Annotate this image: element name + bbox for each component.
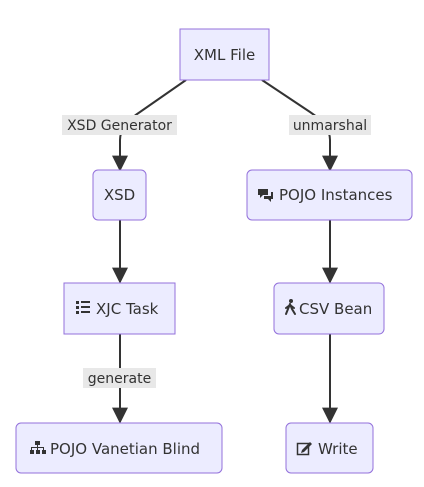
edge-label-xsd-generator-text: XSD Generator [67,118,172,134]
node-pojo-instances[interactable]: POJO Instances [246,169,413,221]
tasks-icon [76,301,90,314]
comments-icon [258,189,273,202]
node-xml-file[interactable]: XML File [179,28,270,81]
node-xjc-task[interactable]: XJC Task [63,282,176,335]
edge-label-unmarshal: unmarshal [289,115,371,135]
node-pojo-vanetian-blind-label: POJO Vanetian Blind [50,440,200,458]
node-csv-bean-label: CSV Bean [299,300,372,318]
node-xml-file-label: XML File [194,46,255,64]
node-xsd[interactable]: XSD [92,169,147,221]
node-xjc-task-label: XJC Task [96,300,159,318]
edge-label-unmarshal-text: unmarshal [293,118,367,134]
node-write-label: Write [318,440,358,458]
walking-person-icon [285,299,296,315]
edge-label-generate-text: generate [88,371,151,387]
node-pojo-instances-label: POJO Instances [279,186,393,204]
edge-label-generate: generate [83,368,156,388]
node-csv-bean[interactable]: CSV Bean [273,282,385,335]
sitemap-icon [30,441,46,454]
edge-label-xsd-generator: XSD Generator [62,115,177,135]
node-write[interactable]: Write [285,422,374,474]
edit-icon [296,442,312,456]
node-pojo-vanetian-blind[interactable]: POJO Vanetian Blind [15,422,223,474]
node-xsd-label: XSD [104,186,135,204]
